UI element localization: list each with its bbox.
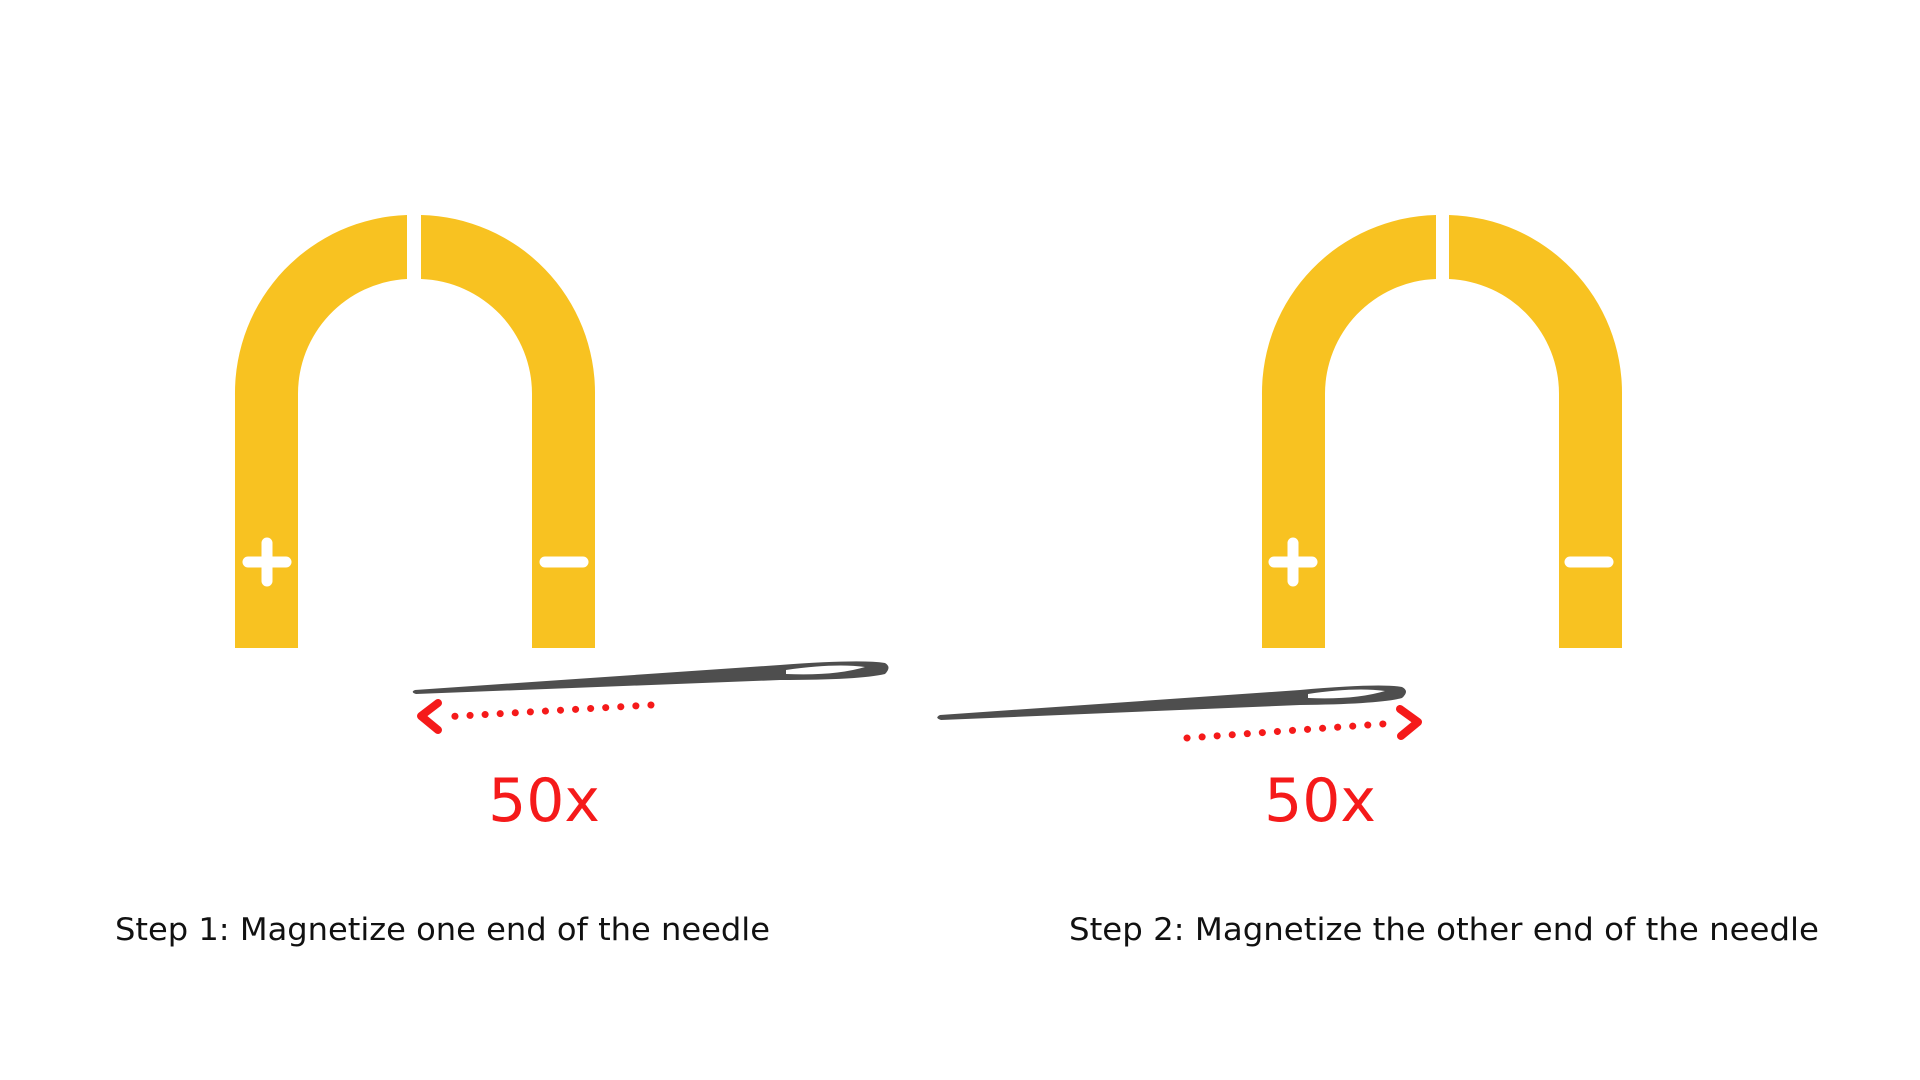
step-1-caption: Step 1: Magnetize one end of the needle	[115, 912, 770, 948]
needle-2	[937, 685, 1406, 720]
magnet-1-right-arm	[421, 215, 596, 648]
step-2-count-label: 50x	[1264, 766, 1376, 836]
plus-sign-icon	[1268, 537, 1318, 587]
magnet-1-left-arm	[234, 215, 407, 648]
step-2-negative-pole-symbol: −	[1589, 560, 1602, 579]
needle-1	[412, 661, 889, 694]
step-1-negative-pole-symbol: −	[564, 560, 577, 579]
magnet-2-right-arm	[1449, 215, 1623, 648]
step-2-group: 50x Step 2: Magnetize the other end of t…	[937, 215, 1819, 948]
plus-sign-icon	[242, 537, 292, 587]
step-1-count-label: 50x	[488, 766, 600, 836]
step-1-group: 50x Step 1: Magnetize one end of the nee…	[115, 215, 889, 948]
magnet-2-left-arm	[1261, 215, 1436, 648]
horseshoe-magnet-2	[1261, 215, 1623, 648]
direction-arrow-left	[417, 699, 655, 734]
direction-arrow-right	[1183, 705, 1422, 742]
step-2-caption: Step 2: Magnetize the other end of the n…	[1069, 912, 1819, 948]
horseshoe-magnet-1	[234, 215, 596, 648]
step-2-positive-pole-symbol: +	[1293, 560, 1306, 579]
step-1-positive-pole-symbol: +	[267, 560, 280, 579]
